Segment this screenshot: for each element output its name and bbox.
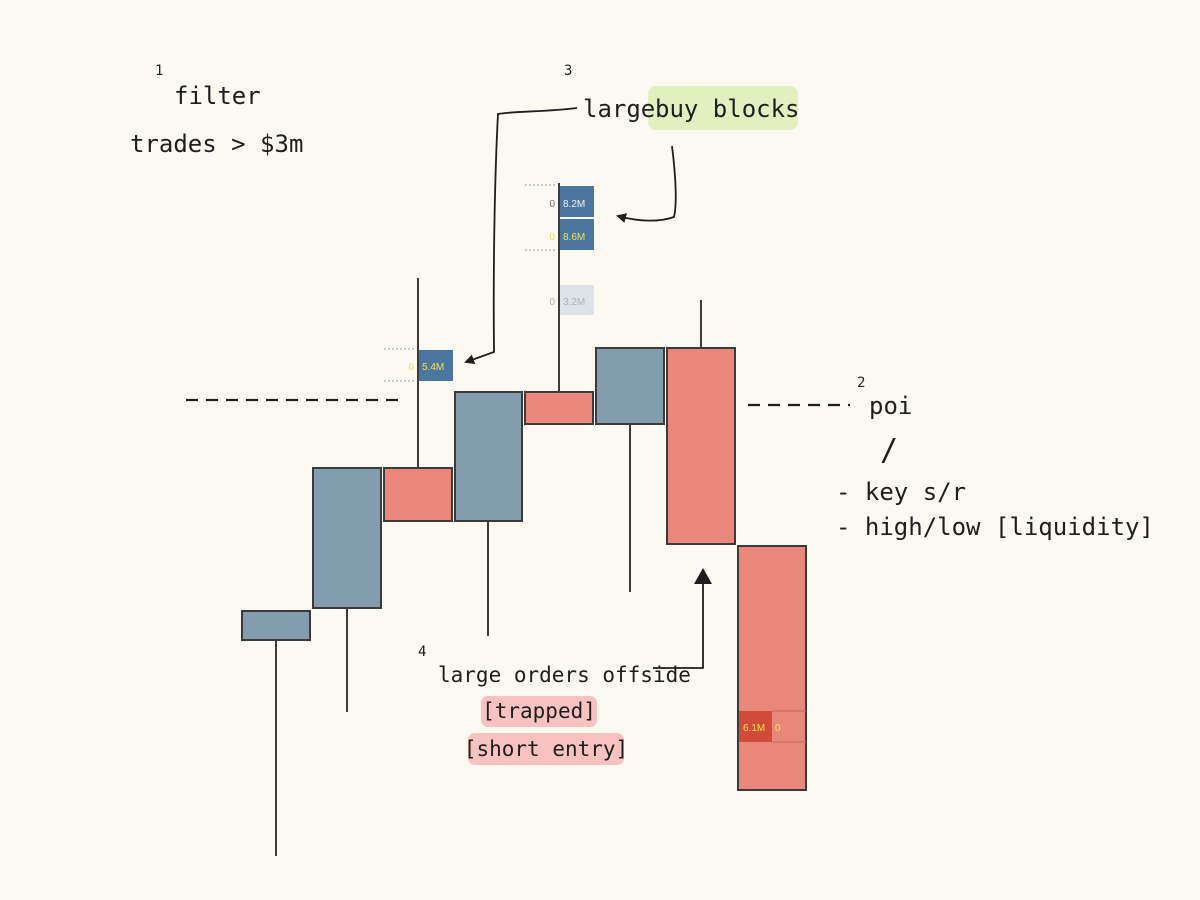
annotation-poi: 2 poi / - key s/r - high/low [liquidity] [836,375,1154,541]
candle-wicks [275,183,702,856]
arrow-to-8-6m-block [616,145,677,223]
candle-body-6 [595,347,665,425]
buy-block-cell-faded [560,285,594,315]
block-ask-value: 8.2M [563,199,585,210]
buy-block-cell [560,219,594,250]
highlight-trapped [481,696,597,727]
block-bid-value: 0 [408,362,414,373]
candle-bodies [241,347,807,791]
buy-blocks-label-prefix: large [583,95,655,123]
order-block-5-4m: 0 5.4M [384,348,453,382]
step-number-3: 3 [564,63,572,79]
candle-body-5 [524,391,594,425]
order-block-3-2m: 0 3.2M [549,285,594,315]
buy-block-cell [419,350,453,381]
candle-body-2 [312,467,382,609]
buy-blocks-label-highlight: buy blocks [655,95,800,123]
candle-body-7 [666,347,736,545]
block-bid-value: 0 [549,199,555,210]
annotation-buy-blocks: 3 large buy blocks [464,63,800,365]
filter-detail: trades > $3m [130,130,303,158]
order-block-6-1m: 6.1M 0 [739,710,806,743]
block-ask-value: 0 [775,723,781,734]
arrowhead-up [694,568,712,584]
order-block-8-2m: 0 8.2M [525,184,594,251]
tag-trapped: [trapped] [482,699,596,723]
block-bid-value: 0 [549,297,555,308]
candle-body-8 [737,545,807,791]
order-block-8-6m: 0 8.6M [549,219,594,250]
step-number-4: 4 [418,644,426,660]
arrow-to-candle-7-bottom [653,583,704,669]
block-bid-value: 6.1M [743,723,765,734]
offside-label: large orders offside [438,663,691,687]
sell-block-cell [739,711,772,742]
annotation-filter: 1 filter trades > $3m [130,63,303,158]
arrow-to-5-4m-block [464,107,578,365]
block-ask-value: 3.2M [563,297,585,308]
block-bid-value: 0 [549,232,555,243]
poi-slash: / [880,433,898,468]
highlight-buy-blocks [648,86,798,130]
candle-body-4 [454,391,523,522]
step-number-2: 2 [857,375,865,391]
annotation-offside: 4 large orders offside [trapped] [short … [418,568,712,765]
poi-item-high-low: - high/low [liquidity] [836,513,1154,541]
block-ask-value: 5.4M [422,362,444,373]
candle-body-3 [383,467,453,522]
highlight-short-entry [468,733,624,765]
poi-title: poi [869,392,912,420]
step-number-1: 1 [155,63,163,79]
filter-title: filter [174,82,261,110]
candle-body-1 [241,610,311,641]
poi-item-key-sr: - key s/r [836,478,966,506]
block-ask-value: 8.6M [563,232,585,243]
tag-short-entry: [short entry] [464,737,628,761]
buy-block-cell [560,186,594,217]
